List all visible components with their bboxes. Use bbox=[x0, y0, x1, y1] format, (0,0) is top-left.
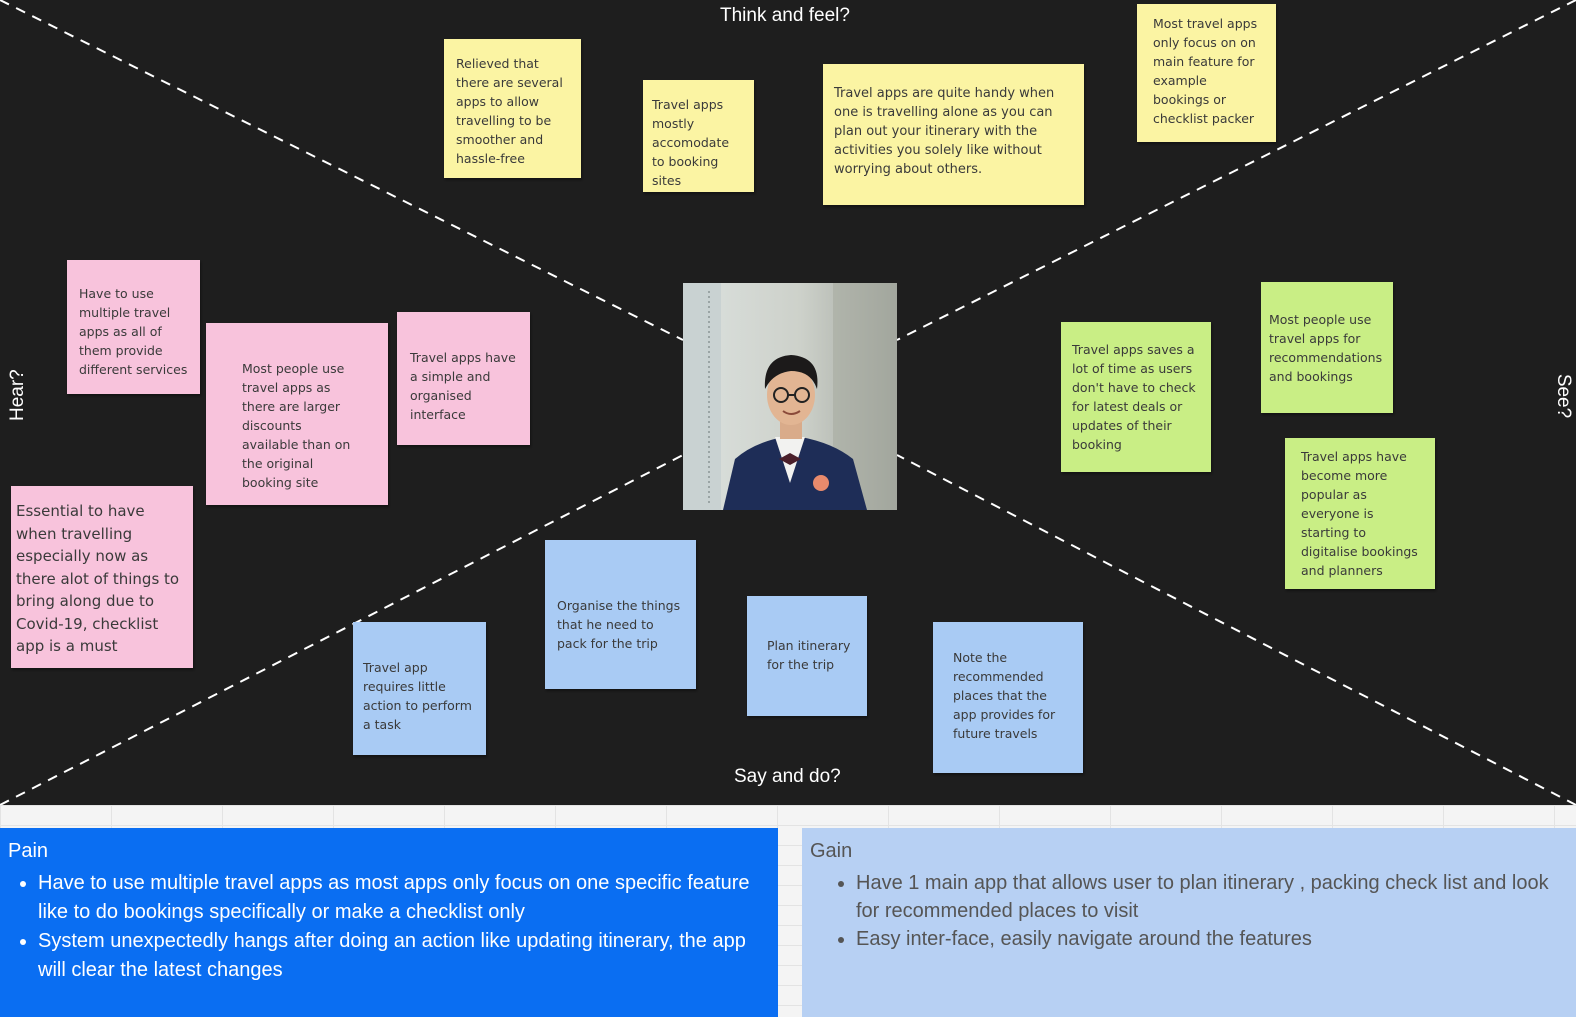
pain-item: Have to use multiple travel apps as most… bbox=[38, 869, 770, 927]
quadrant-label-say-do: Say and do? bbox=[734, 766, 841, 787]
sticky-note[interactable]: Organise the things that he need to pack… bbox=[545, 540, 696, 689]
sticky-note[interactable]: Travel apps mostly accomodate to booking… bbox=[643, 80, 754, 192]
sticky-note[interactable]: Have to use multiple travel apps as all … bbox=[67, 260, 200, 394]
quadrant-dividers bbox=[0, 0, 1576, 805]
sticky-note[interactable]: Most travel apps only focus on on main f… bbox=[1137, 4, 1276, 142]
persona-portrait bbox=[683, 283, 897, 510]
divider-top-right bbox=[896, 0, 1576, 341]
pain-list: Have to use multiple travel apps as most… bbox=[8, 869, 770, 985]
pain-item: System unexpectedly hangs after doing an… bbox=[38, 927, 770, 985]
quadrant-label-think-feel: Think and feel? bbox=[720, 5, 850, 26]
quadrant-label-see: See? bbox=[1553, 373, 1574, 419]
sticky-note[interactable]: Travel app requires little action to per… bbox=[353, 622, 486, 755]
quadrant-label-hear: Hear? bbox=[7, 369, 28, 421]
sticky-note[interactable]: Travel apps have become more popular as … bbox=[1285, 438, 1435, 589]
gain-item: Have 1 main app that allows user to plan… bbox=[856, 869, 1568, 925]
divider-bottom-right bbox=[896, 454, 1576, 805]
pain-panel[interactable]: Pain Have to use multiple travel apps as… bbox=[0, 828, 778, 1017]
sticky-note[interactable]: Travel apps have a simple and organised … bbox=[397, 312, 530, 445]
sticky-note[interactable]: Relieved that there are several apps to … bbox=[444, 39, 581, 178]
sticky-note[interactable]: Travel apps are quite handy when one is … bbox=[823, 64, 1084, 205]
sticky-note[interactable]: Essential to have when travelling especi… bbox=[11, 486, 193, 668]
sticky-note[interactable]: Note the recommended places that the app… bbox=[933, 622, 1083, 773]
divider-top-left bbox=[0, 0, 684, 341]
gain-panel[interactable]: Gain Have 1 main app that allows user to… bbox=[802, 828, 1576, 1017]
empathy-map-board: Think and feel? Say and do? Hear? See? R… bbox=[0, 0, 1576, 805]
pain-title: Pain bbox=[8, 840, 49, 862]
sticky-note[interactable]: Most people use travel apps as there are… bbox=[206, 323, 388, 505]
sticky-note[interactable]: Plan itinerary for the trip bbox=[747, 596, 867, 716]
divider-bottom-left bbox=[0, 454, 684, 805]
persona-photo bbox=[683, 283, 897, 510]
gain-list: Have 1 main app that allows user to plan… bbox=[810, 869, 1568, 953]
gain-item: Easy inter-face, easily navigate around … bbox=[856, 925, 1568, 953]
sticky-note[interactable]: Travel apps saves a lot of time as users… bbox=[1061, 322, 1211, 472]
gain-title: Gain bbox=[810, 840, 853, 862]
sticky-note[interactable]: Most people use travel apps for recommen… bbox=[1261, 282, 1393, 413]
